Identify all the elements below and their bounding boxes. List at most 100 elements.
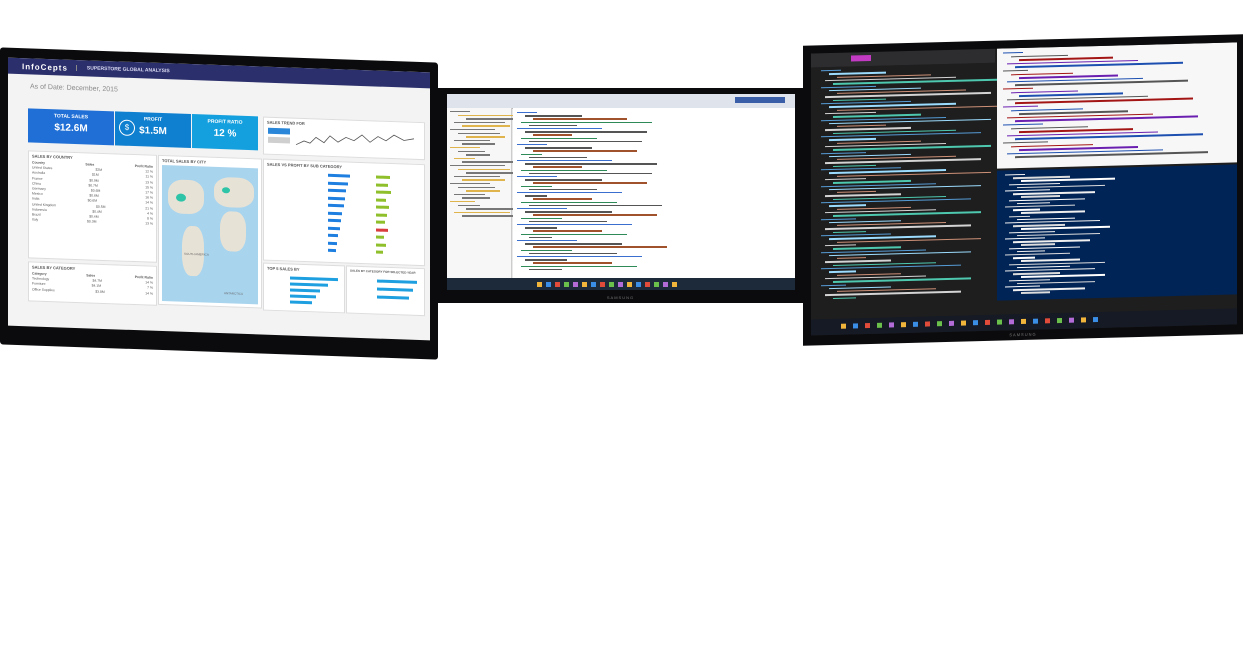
kpi-total-sales[interactable]: TOTAL SALES $12.6M [28,108,114,146]
taskbar-app-icon[interactable] [582,281,587,287]
taskbar-app-icon[interactable] [997,319,1002,325]
taskbar-app-icon[interactable] [537,281,542,287]
bar [376,242,386,247]
kpi-title: TOTAL SALES [53,113,89,121]
bar [376,235,384,239]
code-line [1011,72,1073,76]
taskbar-app-icon[interactable] [1045,318,1050,324]
code-line [1017,265,1070,269]
taskbar-app-icon[interactable] [600,281,605,287]
taskbar-app-icon[interactable] [546,281,551,287]
taskbar-app-icon[interactable] [618,281,623,287]
taskbar-app-icon[interactable] [961,320,966,326]
monitor-brand: SAMSUNG [606,295,635,300]
map-label: ANTARCTICA [224,291,243,296]
taskbar-app-icon[interactable] [1081,317,1086,323]
script-lines [997,42,1237,158]
dashboard-screen: InfoCepts SUPERSTORE GLOBAL ANALYSIS As … [8,57,430,341]
table-cell: 14 % [145,291,153,296]
code-line [454,175,500,178]
bar [376,205,389,210]
ide-toolbar[interactable] [447,94,795,109]
taskbar-app-icon[interactable] [555,281,560,287]
title-badge [851,54,871,62]
top-sales-panel: TOP 5 SALES BY [263,262,345,314]
bar [290,294,316,299]
taskbar-app-icon[interactable] [877,322,882,328]
taskbar-app-icon[interactable] [663,281,668,287]
sales-trend-panel: SALES TREND FOR [263,116,425,161]
taskbar-app-icon[interactable] [654,281,659,287]
kpi-title: PROFIT RATIO [207,118,243,126]
bar [290,300,312,305]
code-line [1021,177,1115,182]
taskbar-app-icon[interactable] [573,281,578,287]
bar [290,276,338,282]
taskbar-app-icon[interactable] [1093,317,1098,323]
code-line [529,252,617,255]
code-line [829,71,886,75]
code-line [458,186,495,188]
code-line [450,183,490,185]
code-line [462,215,515,217]
taskbar-app-icon[interactable] [901,322,906,328]
code-line [837,190,876,194]
taskbar-app-icon[interactable] [973,320,978,326]
code-line [521,185,552,187]
code-line [533,166,582,168]
taskbar-app-icon[interactable] [925,321,930,327]
taskbar-app-icon[interactable] [889,322,894,328]
xml-editor[interactable] [811,62,1001,306]
taskbar-app-icon[interactable] [913,321,918,327]
bar [328,233,338,238]
taskbar-app-icon[interactable] [1069,317,1074,323]
taskbar-app-icon[interactable] [853,323,858,329]
taskbar-app-icon[interactable] [1057,317,1062,324]
code-line [1009,182,1060,186]
dashboard-subtitle: SUPERSTORE GLOBAL ANALYSIS [75,65,170,75]
code-line [454,211,510,214]
taskbar-app-icon[interactable] [1021,318,1026,325]
taskbar-app-icon[interactable] [865,323,870,329]
taskbar-app-icon[interactable] [564,281,569,287]
code-line [529,204,662,207]
code-line [1009,215,1030,218]
bar [377,279,417,285]
taskbar-app-icon[interactable] [636,281,641,287]
code-line [821,151,866,155]
as-of-date: As of Date: December, 2015 [30,83,118,94]
taskbar-app-icon[interactable] [1033,318,1038,324]
taskbar-app-icon[interactable] [672,281,677,287]
taskbar-app-icon[interactable] [937,321,942,327]
windows-taskbar[interactable] [447,278,795,290]
taskbar-app-icon[interactable] [591,281,596,287]
taskbar-app-icon[interactable] [949,320,954,326]
code-line [458,114,515,116]
taskbar-app-icon[interactable] [841,323,846,329]
code-line [1021,243,1055,246]
solution-explorer[interactable] [447,108,525,278]
kpi-profit[interactable]: $ PROFIT $1.5M [115,111,191,149]
powershell-console[interactable] [997,164,1237,301]
taskbar-app-icon[interactable] [627,281,632,287]
taskbar-icons [811,308,1237,329]
taskbar-app-icon[interactable] [609,281,614,287]
code-line [829,270,856,273]
sales-trend-sparkline [268,127,415,146]
dashboard-logo: InfoCepts [22,61,68,73]
world-map[interactable]: SOUTH AMERICA ANTARCTICA [162,165,258,305]
taskbar-app-icon[interactable] [1009,319,1014,325]
code-editor[interactable] [513,108,795,278]
kpi-profit-ratio[interactable]: PROFIT RATIO 12 % [192,114,258,151]
code-line [529,236,552,239]
code-line [529,124,577,127]
code-line [450,165,505,167]
code-line [1013,191,1095,195]
taskbar-app-icon[interactable] [645,281,650,287]
code-line [825,178,866,181]
code-line [533,150,637,152]
powershell-ise-script[interactable] [997,42,1237,169]
code-line [1003,87,1033,90]
taskbar-app-icon[interactable] [985,319,990,325]
